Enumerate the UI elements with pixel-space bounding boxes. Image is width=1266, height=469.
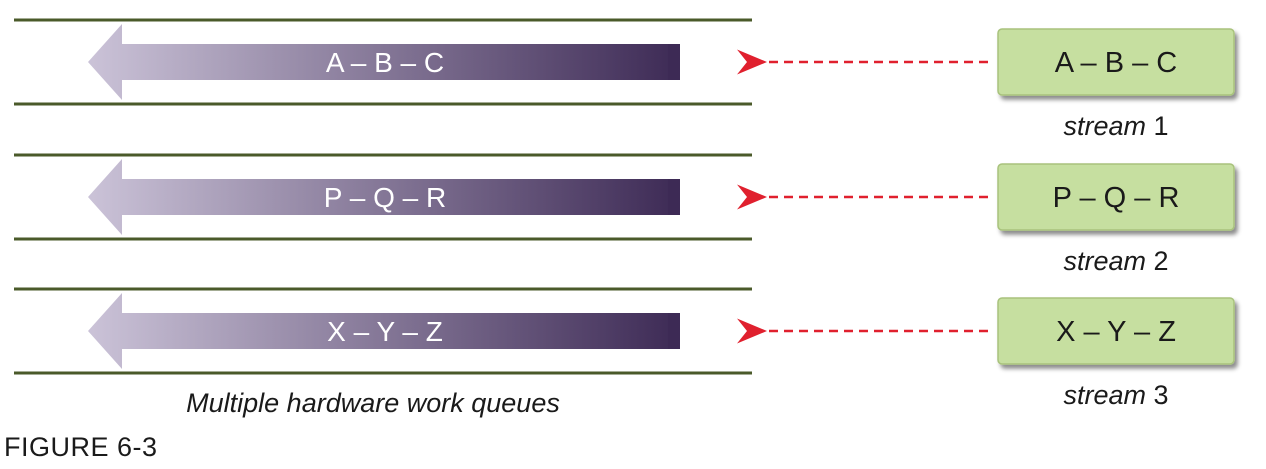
stream-word: stream <box>1063 246 1146 276</box>
stream-box <box>997 28 1235 96</box>
queue-label: P – Q – R <box>324 182 446 213</box>
queue-label: X – Y – Z <box>327 316 443 347</box>
stream-name: stream 1 <box>1063 111 1168 141</box>
stream-box <box>997 297 1235 365</box>
caption: Multiple hardware work queues <box>186 388 560 418</box>
stream-number: 3 <box>1154 380 1169 410</box>
queue-arrow <box>88 24 680 100</box>
queue-row-3: X – Y – Z X – Y – Z stream 3 <box>14 287 1235 410</box>
stream-number: 2 <box>1154 246 1169 276</box>
queue-arrow-end-cap <box>668 44 680 80</box>
queue-arrow <box>88 293 680 369</box>
queue-arrow-end-cap <box>668 179 680 215</box>
stream-name: stream 3 <box>1063 380 1168 410</box>
queue-row-1: A – B – C A – B – C stream 1 <box>14 18 1235 141</box>
queue-label: A – B – C <box>326 47 444 78</box>
queue-arrow <box>88 159 680 235</box>
stream-name: stream 2 <box>1063 246 1168 276</box>
figure-label: FIGURE 6-3 <box>4 432 158 462</box>
stream-box-label: X – Y – Z <box>1056 316 1176 348</box>
stream-number: 1 <box>1154 111 1169 141</box>
stream-word: stream <box>1063 380 1146 410</box>
stream-box-label: P – Q – R <box>1053 182 1180 214</box>
stream-box-label: A – B – C <box>1055 47 1178 79</box>
queue-row-2: P – Q – R P – Q – R stream 2 <box>14 153 1235 276</box>
stream-box <box>997 163 1235 231</box>
stream-word: stream <box>1063 111 1146 141</box>
queue-arrow-end-cap <box>668 313 680 349</box>
